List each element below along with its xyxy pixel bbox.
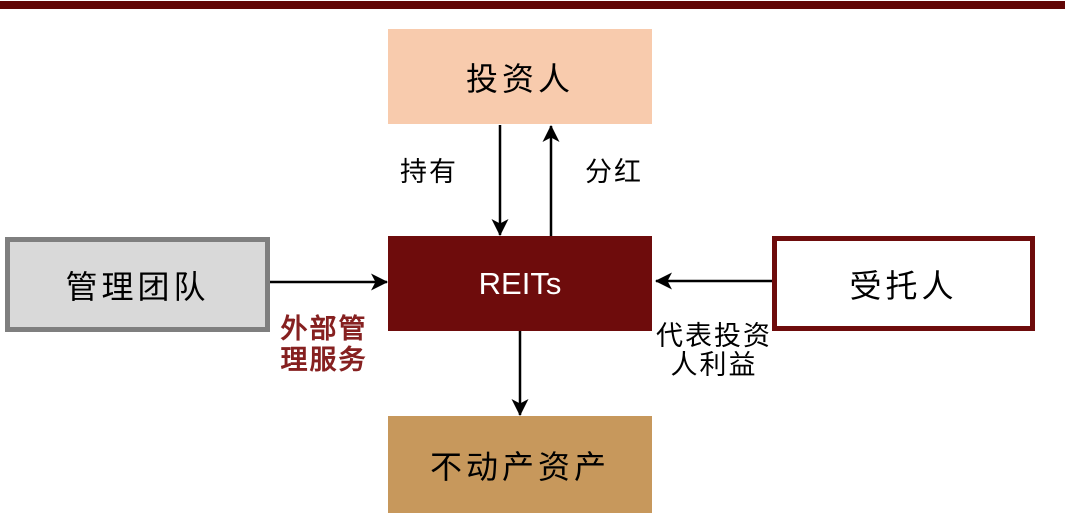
top-divider-bar (0, 1, 1065, 9)
node-reits-label: REITs (478, 265, 562, 301)
node-investor-label: 投资人 (465, 59, 574, 98)
node-real-estate-assets-label: 不动产资产 (429, 447, 610, 486)
node-real-estate-assets: 不动产资产 (388, 416, 652, 513)
edge-label-hold: 持有 (400, 157, 458, 188)
node-reits: REITs (388, 236, 652, 331)
node-management-team-label: 管理团队 (65, 267, 210, 306)
edge-label-external-management-service: 外部管 理服务 (280, 314, 368, 376)
node-trustee: 受托人 (772, 236, 1035, 331)
node-investor: 投资人 (388, 29, 652, 124)
edge-label-represent-investor-interests: 代表投资 人利益 (656, 321, 772, 381)
node-management-team: 管理团队 (5, 237, 270, 332)
node-trustee-label: 受托人 (849, 266, 958, 305)
edge-label-dividend: 分红 (585, 157, 643, 188)
